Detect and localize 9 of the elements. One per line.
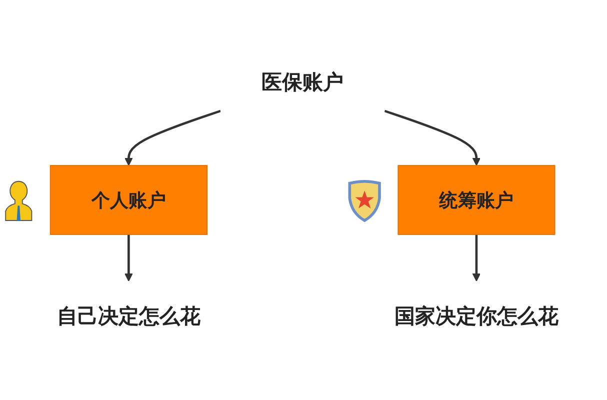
arrow [472, 234, 481, 282]
node-text: 国家决定你怎么花 [394, 305, 559, 329]
arrow [384, 110, 481, 166]
node-box: 统筹账户 [398, 165, 556, 235]
node-text: 自己决定怎么花 [56, 305, 200, 329]
arrow [124, 110, 221, 166]
arrow [124, 234, 133, 282]
node-box: 个人账户 [50, 165, 208, 235]
node-text: 医保账户 [262, 71, 344, 95]
